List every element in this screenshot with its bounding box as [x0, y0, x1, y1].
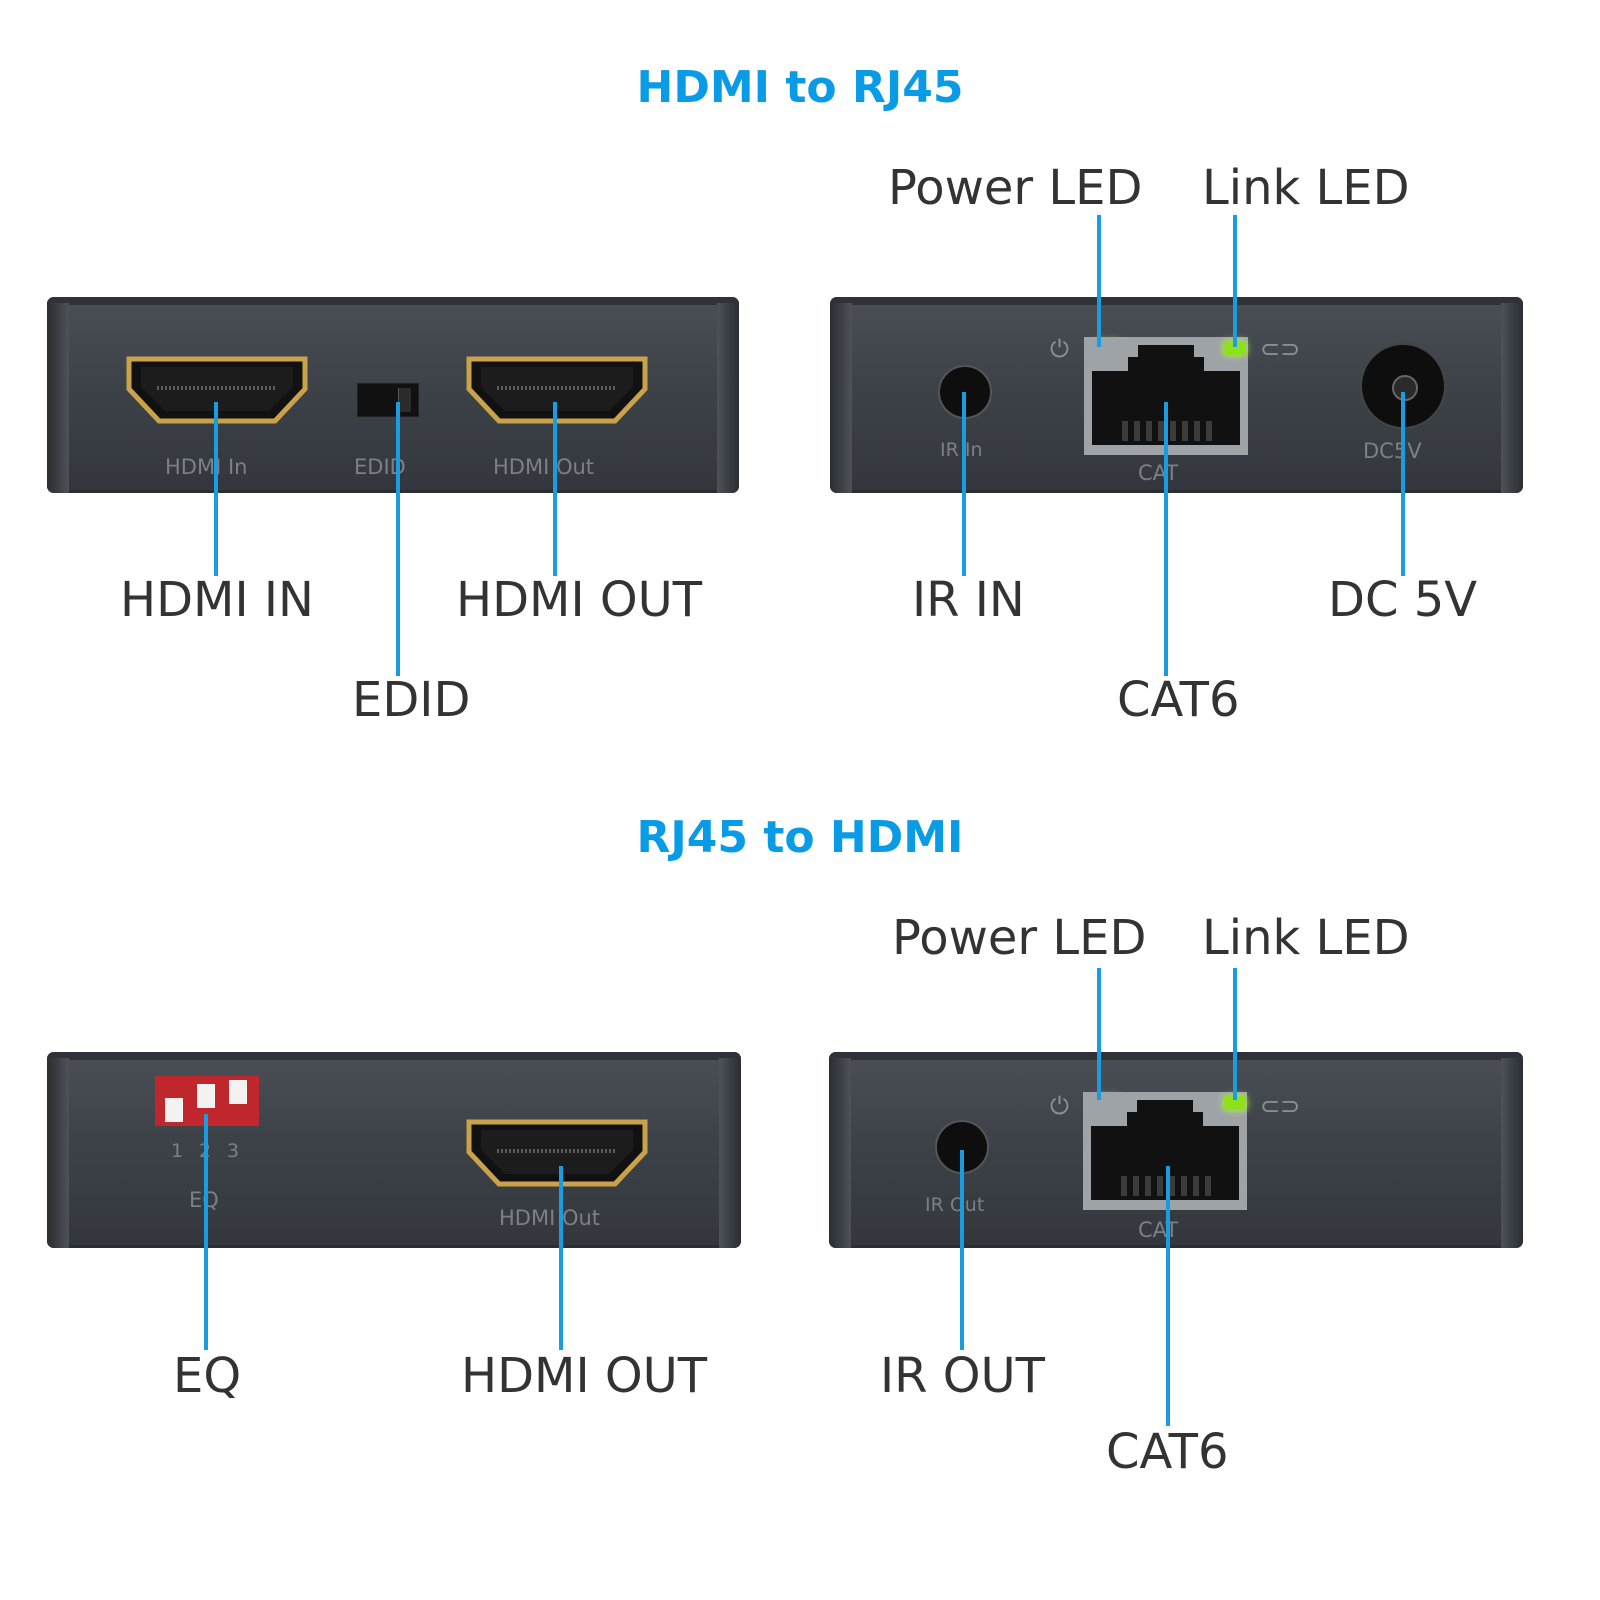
- rj45-port: [1083, 1092, 1247, 1210]
- transmitter-front-panel: HDMI In EDID HDMI Out: [47, 297, 739, 493]
- hdmi-out-port: [466, 1119, 648, 1187]
- leader-hdmi-out: [553, 402, 557, 576]
- leader-power-led: [1097, 215, 1101, 347]
- link-icon: ⊂⊃: [1260, 1092, 1301, 1120]
- power-icon: ⏻: [1050, 1092, 1069, 1120]
- silk-hdmi-out: HDMI Out: [499, 1206, 601, 1230]
- edid-switch[interactable]: [357, 383, 419, 417]
- label-link-led: Link LED: [1202, 160, 1410, 216]
- hdmi-in-port: [126, 356, 308, 424]
- receiver-rear-panel: IR Out ⏻ ⊂⊃ CAT: [829, 1052, 1523, 1248]
- silk-eq: EQ: [189, 1188, 219, 1212]
- silk-cat: CAT: [1138, 1218, 1179, 1242]
- leader-hdmi-in: [214, 402, 218, 576]
- section-title-hdmi-to-rj45: HDMI to RJ45: [636, 62, 964, 113]
- label-edid: EDID: [352, 672, 471, 728]
- label-ir-out: IR OUT: [880, 1348, 1045, 1404]
- leader-ir-out: [960, 1150, 964, 1350]
- label-dc5v: DC 5V: [1328, 572, 1478, 628]
- leader-power-led: [1097, 968, 1101, 1100]
- silk-hdmi-in: HDMI In: [165, 455, 248, 479]
- label-link-led: Link LED: [1202, 910, 1410, 966]
- leader-dc5v: [1401, 392, 1405, 576]
- label-ir-in: IR IN: [912, 572, 1025, 628]
- leader-link-led: [1233, 215, 1237, 347]
- leader-link-led: [1233, 968, 1237, 1100]
- label-eq: EQ: [173, 1348, 242, 1404]
- link-led: [1224, 1096, 1246, 1110]
- silk-ir-in: IR In: [940, 439, 983, 461]
- leader-hdmi-out: [559, 1166, 563, 1350]
- label-power-led: Power LED: [892, 910, 1147, 966]
- leader-edid: [396, 402, 400, 676]
- link-led: [1224, 341, 1246, 355]
- power-icon: ⏻: [1050, 335, 1069, 363]
- label-hdmi-out: HDMI OUT: [461, 1348, 708, 1404]
- label-power-led: Power LED: [888, 160, 1143, 216]
- leader-cat6: [1166, 1166, 1170, 1426]
- silk-dc5v: DC5V: [1363, 439, 1422, 463]
- dc-jack: [1360, 343, 1446, 429]
- silk-switch-1: 1: [171, 1140, 184, 1162]
- transmitter-rear-panel: IR In ⏻ ⊂⊃ CAT DC5V: [830, 297, 1523, 493]
- silk-ir-out: IR Out: [925, 1194, 985, 1216]
- label-hdmi-in: HDMI IN: [120, 572, 314, 628]
- silk-hdmi-out: HDMI Out: [493, 455, 595, 479]
- link-icon: ⊂⊃: [1260, 335, 1301, 363]
- silk-cat: CAT: [1138, 461, 1179, 485]
- hdmi-out-port: [466, 356, 648, 424]
- label-hdmi-out: HDMI OUT: [456, 572, 703, 628]
- silk-switch-3: 3: [227, 1140, 240, 1162]
- section-title-rj45-to-hdmi: RJ45 to HDMI: [636, 812, 964, 863]
- leader-eq: [204, 1114, 208, 1350]
- leader-cat6: [1164, 402, 1168, 676]
- receiver-front-panel: 1 2 3 EQ HDMI Out: [47, 1052, 741, 1248]
- label-cat6: CAT6: [1106, 1424, 1229, 1480]
- label-cat6: CAT6: [1117, 672, 1240, 728]
- leader-ir-in: [962, 392, 966, 576]
